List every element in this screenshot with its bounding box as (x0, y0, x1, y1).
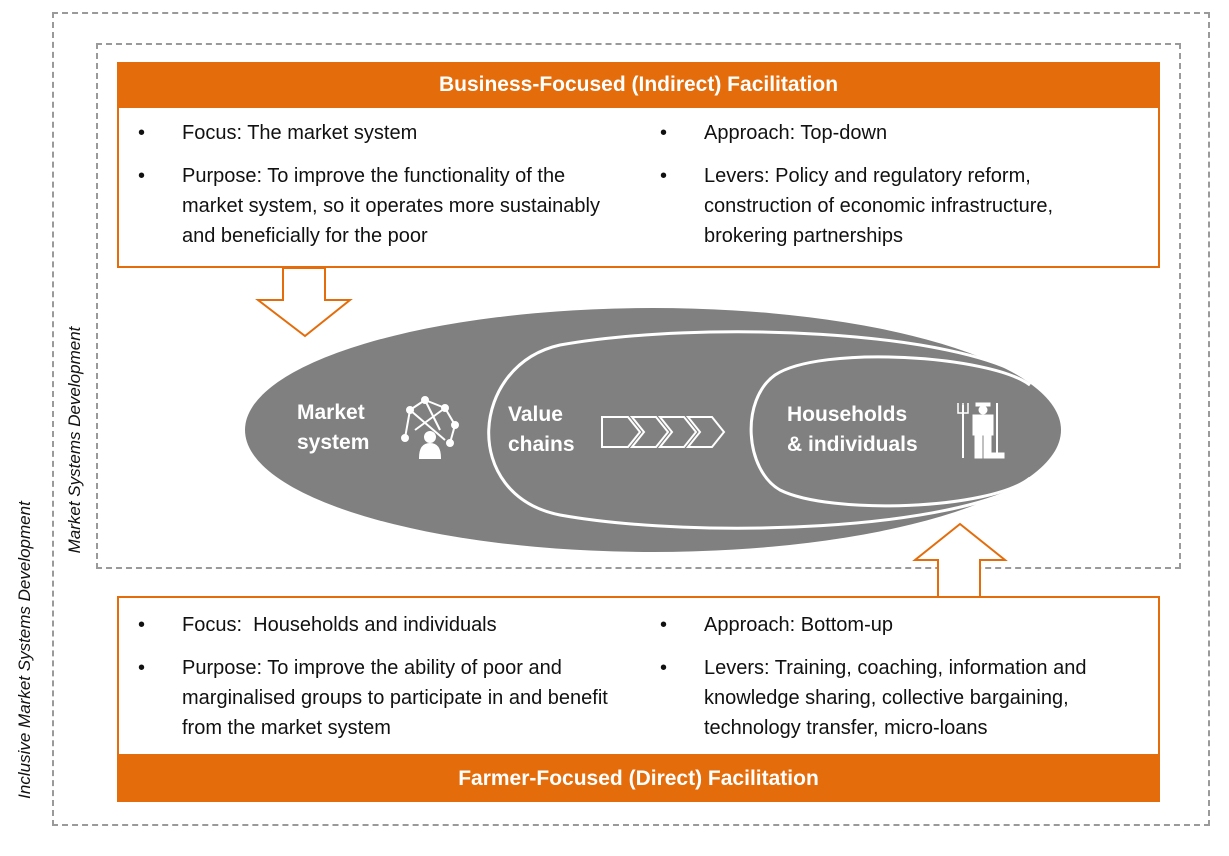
list-item: • Focus: The market system (138, 118, 608, 148)
focus-text: Focus: Households and individuals (182, 614, 497, 636)
approach-text: Approach: Top-down (704, 122, 888, 144)
down-arrow (255, 267, 353, 338)
bullet: • (660, 122, 668, 144)
business-facilitation-header: Business-Focused (Indirect) Facilitation (117, 62, 1160, 108)
farmer-left-column: • Focus: Households and individuals • Purp… (138, 610, 608, 756)
value-chains-label-line2: chains (508, 433, 575, 456)
farmer-facilitation-box: • Focus: Households and individuals • Purp… (117, 596, 1160, 756)
purpose-text: Purpose: To improve the ability of poor … (182, 657, 608, 739)
levers-text: Levers: Policy and regulatory reform, co… (704, 165, 1054, 247)
list-item: • Approach: Bottom-up (660, 610, 1130, 640)
purpose-text: Purpose: To improve the functionality of… (182, 165, 600, 247)
value-chains-label-line1: Value (508, 403, 563, 426)
list-item: • Approach: Top-down (660, 118, 1130, 148)
households-label-line1: Households (787, 403, 907, 426)
business-left-column: • Focus: The market system • Purpose: To i… (138, 118, 608, 264)
households-ellipse (749, 355, 1031, 508)
bullet: • (660, 614, 668, 636)
value-chain-chevrons-icon (601, 416, 726, 448)
bullet: • (660, 165, 668, 187)
outer-dashed-frame (52, 12, 1210, 826)
market-system-ellipse (245, 308, 1061, 552)
network-person-icon (401, 396, 459, 459)
list-item: • Levers: Training, coaching, information… (660, 653, 1130, 743)
list-item: • Levers: Policy and regulatory reform, c… (660, 161, 1130, 251)
bullet: • (138, 614, 146, 636)
bullet: • (138, 122, 146, 144)
farmer-facilitation-header: Farmer-Focused (Direct) Facilitation (117, 756, 1160, 802)
market-system-label-line2: system (297, 431, 369, 454)
inner-dashed-frame (96, 43, 1181, 569)
list-item: • Purpose: To improve the functionality o… (138, 161, 608, 251)
up-arrow (912, 522, 1008, 598)
levers-text: Levers: Training, coaching, information … (704, 657, 1087, 739)
farmer-right-column: • Approach: Bottom-up • Levers: Training, … (660, 610, 1130, 756)
list-item: • Purpose: To improve the ability of poor… (138, 653, 608, 743)
business-right-column: • Approach: Top-down • Levers: Policy and … (660, 118, 1130, 264)
market-system-label-line1: Market (297, 401, 365, 424)
bullet: • (138, 657, 146, 679)
bullet: • (138, 165, 146, 187)
bullet: • (660, 657, 668, 679)
households-label-line2: & individuals (787, 433, 918, 456)
focus-text: Focus: The market system (182, 122, 418, 144)
approach-text: Approach: Bottom-up (704, 614, 893, 636)
business-facilitation-box: • Focus: The market system • Purpose: To i… (117, 106, 1160, 268)
value-chains-ellipse (487, 330, 1031, 530)
list-item: • Focus: Households and individuals (138, 610, 608, 640)
farmer-icon (957, 402, 1005, 459)
